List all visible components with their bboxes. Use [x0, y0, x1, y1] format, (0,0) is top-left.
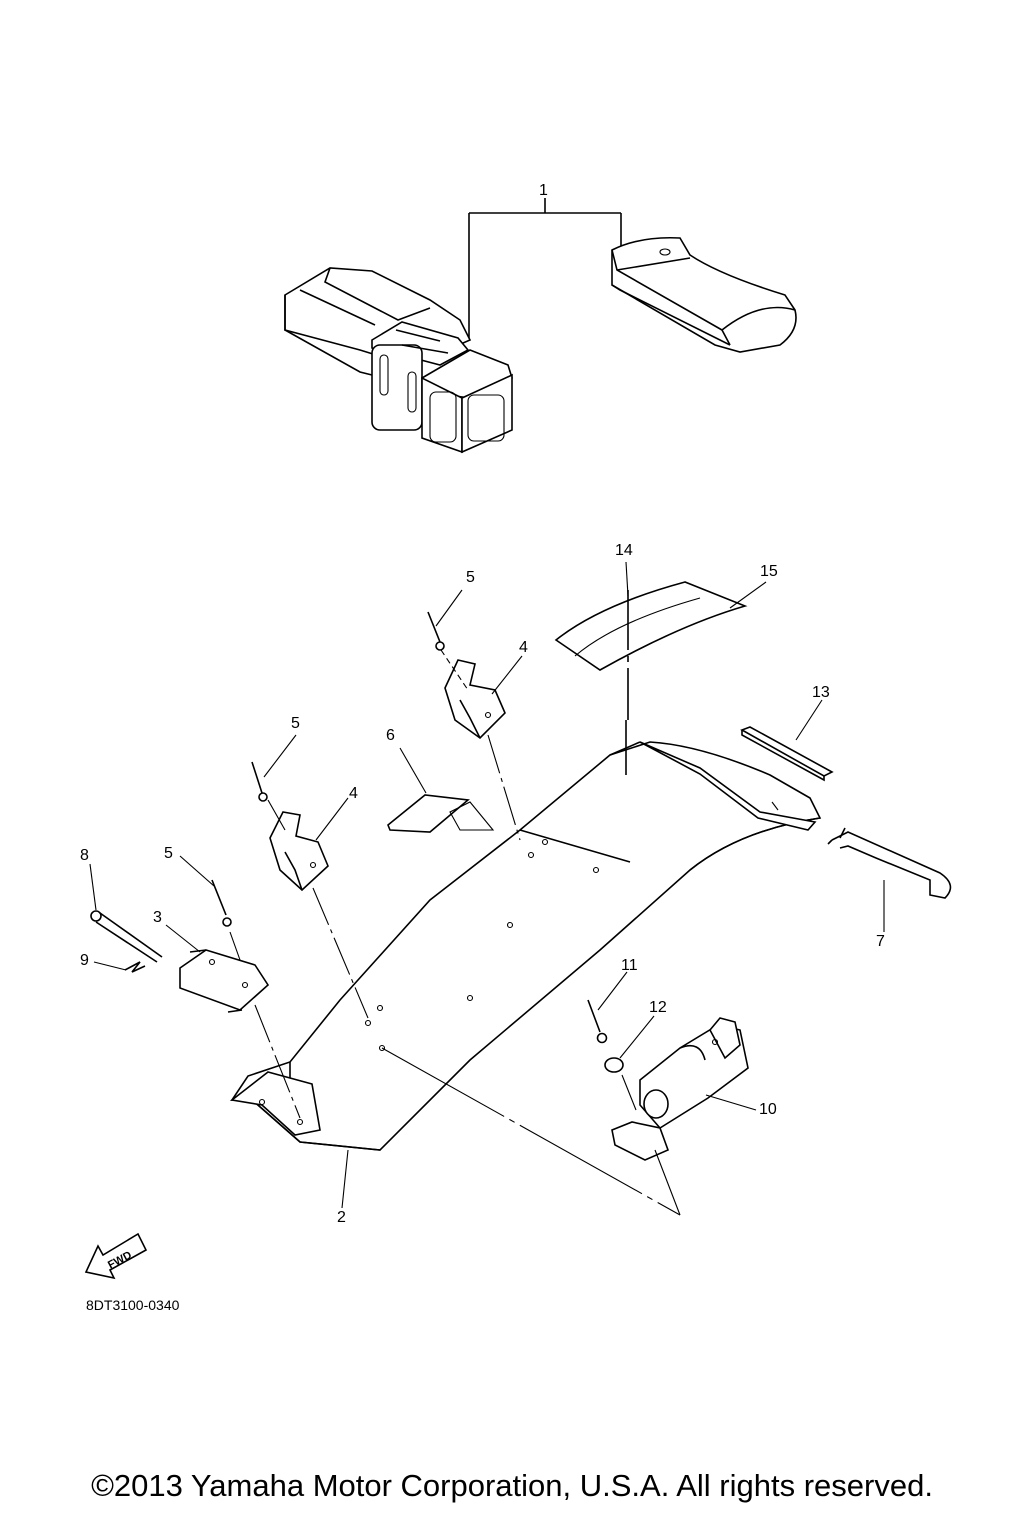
pin-8 — [90, 910, 163, 963]
screw-5-lower — [211, 879, 241, 961]
label-14-15 — [554, 581, 748, 775]
screw-5-upper — [427, 611, 469, 691]
callout-9: 9 — [80, 952, 89, 969]
callout-1: 1 — [539, 182, 548, 199]
part-1-leader — [468, 198, 622, 340]
screw-11 — [587, 999, 608, 1044]
callout-4-upper: 4 — [519, 639, 528, 656]
callout-11: 11 — [621, 957, 638, 974]
diagram-code: 8DT3100-0340 — [86, 1297, 180, 1313]
callout-14: 14 — [615, 542, 633, 559]
hook-rod-7 — [827, 827, 952, 899]
tool-pouch — [611, 236, 797, 353]
strip-13 — [740, 726, 834, 782]
leader-lines — [89, 561, 885, 1209]
callout-12: 12 — [649, 999, 667, 1016]
callout-7: 7 — [876, 933, 885, 950]
tool-kit-case — [284, 267, 513, 454]
callout-5-upper: 5 — [466, 569, 475, 586]
holder-10 — [611, 1017, 749, 1161]
copyright-text: ©2013 Yamaha Motor Corporation, U.S.A. A… — [91, 1468, 933, 1503]
fwd-arrow-icon: FWD — [84, 1232, 148, 1280]
callout-15: 15 — [760, 563, 778, 580]
callout-8: 8 — [80, 847, 89, 864]
callout-6: 6 — [386, 727, 395, 744]
callout-10: 10 — [759, 1101, 777, 1118]
callout-3: 3 — [153, 909, 162, 926]
tray-main — [230, 741, 822, 1151]
screw-5-middle — [251, 761, 286, 831]
callout-2: 2 — [337, 1209, 346, 1226]
clip-4-lower — [269, 811, 329, 892]
decal-6 — [387, 794, 495, 833]
callout-5-lower: 5 — [164, 845, 173, 862]
callout-5-middle: 5 — [291, 715, 300, 732]
clip-4-upper — [444, 659, 506, 740]
nut-12 — [604, 1057, 637, 1111]
callout-4-lower: 4 — [349, 785, 358, 802]
hinge-3 — [179, 949, 270, 1013]
assembly-lines — [254, 734, 681, 1216]
clip-9 — [124, 961, 146, 973]
callout-13: 13 — [812, 684, 830, 701]
